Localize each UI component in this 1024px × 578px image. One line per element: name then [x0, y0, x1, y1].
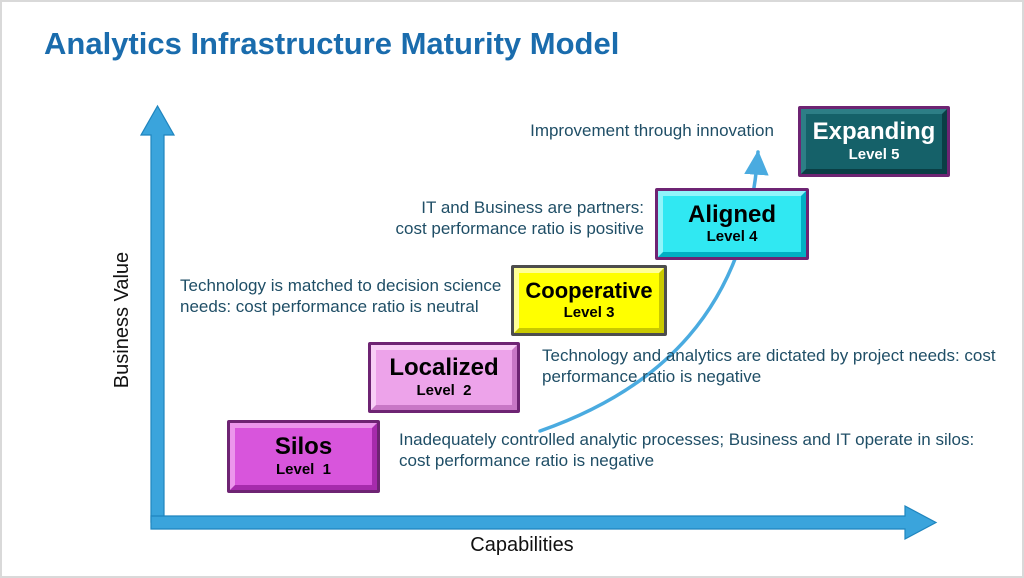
level-number: Level 4: [706, 228, 758, 246]
level-box-aligned-face: Aligned Level 4: [658, 191, 806, 257]
x-axis-arrow: [150, 505, 938, 540]
level-box-cooperative: Cooperative Level 3: [511, 265, 667, 336]
y-axis-arrow: [139, 104, 176, 523]
annotation-uncontrolled-processes: Inadequately controlled analytic process…: [399, 430, 975, 470]
level-box-localized: Localized Level 2: [368, 342, 520, 413]
x-axis-label: Capabilities: [470, 534, 574, 556]
level-number: Level 2: [416, 381, 472, 399]
level-name: Aligned: [688, 200, 776, 228]
level-number: Level 3: [563, 303, 615, 321]
level-box-silos-face: Silos Level 1: [230, 423, 377, 490]
level-name: Cooperative: [525, 278, 653, 304]
level-number: Level 1: [275, 460, 332, 478]
level-box-aligned: Aligned Level 4: [655, 188, 809, 260]
level-box-expanding-face: Expanding Level 5: [801, 109, 947, 174]
level-number: Level 5: [848, 145, 900, 163]
level-box-silos: Silos Level 1: [227, 420, 380, 493]
annotation-decision-science: Technology is matched to decision scienc…: [180, 276, 502, 316]
level-name: Expanding: [812, 118, 936, 146]
page-title: Analytics Infrastructure Maturity Model: [44, 26, 620, 61]
annotation-project-needs: Technology and analytics are dictated by…: [542, 346, 996, 386]
annotation-innovation: Improvement through innovation: [530, 121, 774, 140]
level-box-expanding: Expanding Level 5: [798, 106, 950, 177]
level-box-localized-face: Localized Level 2: [371, 345, 517, 410]
annotation-partners: IT and Business are partners: cost perfo…: [395, 198, 645, 238]
level-name: Silos: [274, 433, 333, 461]
level-name: Localized: [389, 354, 499, 382]
level-box-cooperative-face: Cooperative Level 3: [514, 268, 664, 333]
